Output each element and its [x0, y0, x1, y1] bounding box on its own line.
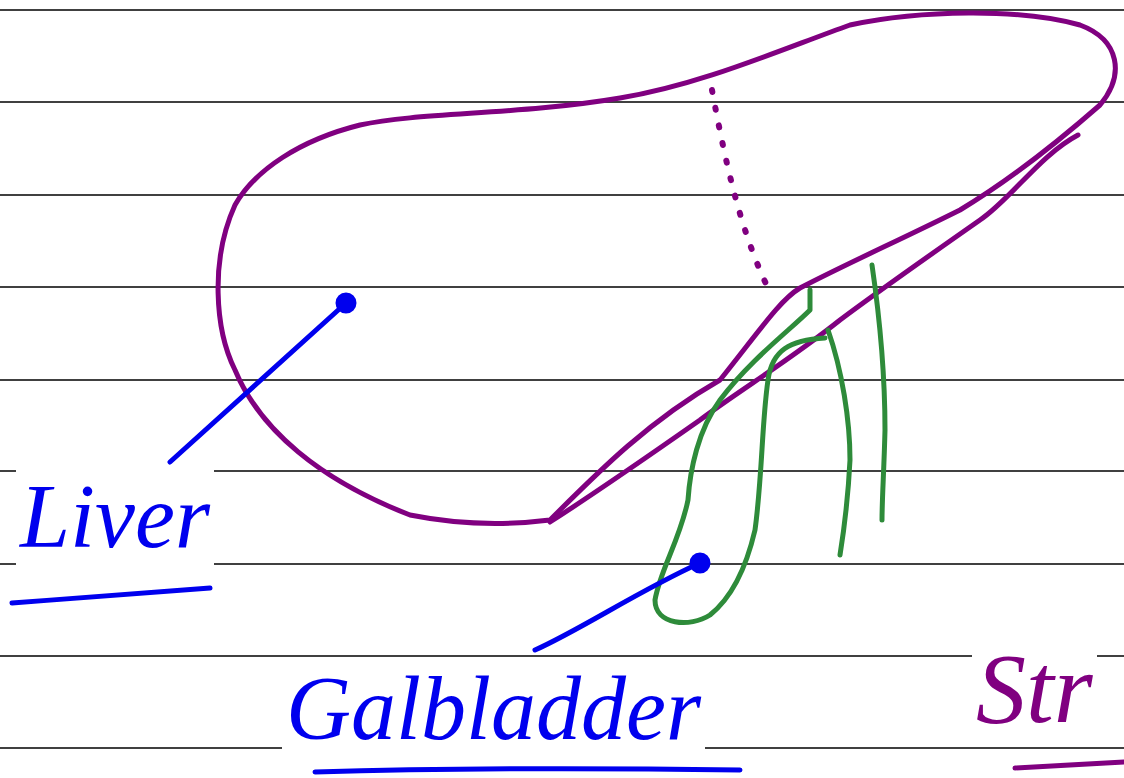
- liver-outline: [218, 13, 1115, 523]
- part-label: Str: [972, 636, 1097, 741]
- part-label: Galbladder: [282, 662, 705, 757]
- underline: [1015, 762, 1124, 768]
- leader-line: [535, 563, 700, 650]
- part-label: Liver: [16, 470, 214, 565]
- underline: [315, 769, 740, 772]
- leader-lines: [12, 295, 740, 772]
- underline: [12, 588, 210, 603]
- ruled-lines: [0, 10, 1124, 748]
- leader-line: [170, 303, 346, 462]
